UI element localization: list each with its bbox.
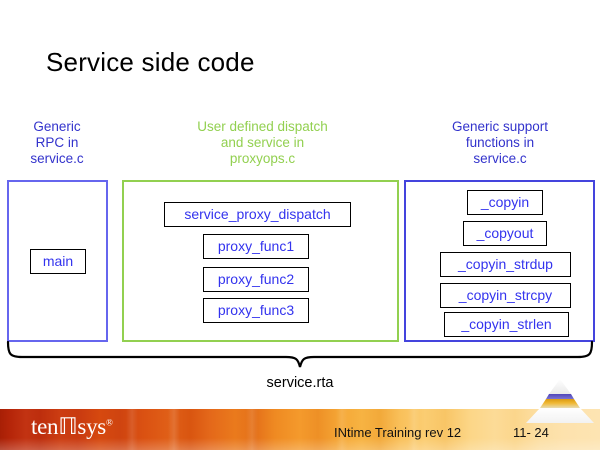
column-header-line: Generic support	[451, 119, 549, 134]
function-box-proxy-func1[interactable]: proxy_func1	[203, 234, 309, 259]
column-header-line: service.c	[30, 151, 84, 166]
trademark-icon: ®	[105, 417, 113, 428]
page-title: Service side code	[46, 47, 255, 77]
logo-text-part1: ten	[31, 414, 59, 439]
column-header-generic-rpc: Generic RPC in service.c	[5, 119, 109, 167]
column-header-line: and service in	[220, 135, 305, 150]
column-header-line: RPC in	[35, 135, 79, 150]
function-box-service-proxy-dispatch[interactable]: service_proxy_dispatch	[164, 202, 351, 227]
function-box-copyin-strdup[interactable]: _copyin_strdup	[440, 252, 571, 277]
brace-label-service-rta: service.rta	[266, 375, 334, 391]
logo-a-glyph: ℿ	[58, 414, 78, 439]
footer-course-label: INtime Training rev 12	[334, 425, 462, 440]
footer-page-number: 11- 24	[513, 425, 549, 440]
function-box-copyin-strcpy[interactable]: _copyin_strcpy	[440, 283, 571, 308]
function-box-copyout[interactable]: _copyout	[463, 221, 547, 246]
curly-brace-icon	[6, 340, 594, 368]
tenasys-logo: tenℿsys®	[31, 414, 113, 440]
function-box-copyin-strlen[interactable]: _copyin_strlen	[444, 312, 569, 337]
column-header-line: User defined dispatch	[197, 119, 328, 134]
function-box-copyin[interactable]: _copyin	[467, 190, 543, 215]
column-header-line: proxyops.c	[229, 151, 296, 166]
function-box-proxy-func2[interactable]: proxy_func2	[203, 267, 309, 292]
function-box-proxy-func3[interactable]: proxy_func3	[203, 298, 309, 323]
column-header-line: Generic	[33, 119, 81, 134]
function-box-main[interactable]: main	[30, 249, 86, 274]
column-header-generic-support: Generic support functions in service.c	[404, 119, 596, 167]
column-header-user-defined-dispatch: User defined dispatch and service in pro…	[140, 119, 385, 167]
column-header-line: functions in	[465, 135, 535, 150]
logo-text-part2: sys	[77, 414, 106, 439]
pyramid-logo-icon	[526, 379, 594, 423]
column-header-line: service.c	[473, 151, 527, 166]
